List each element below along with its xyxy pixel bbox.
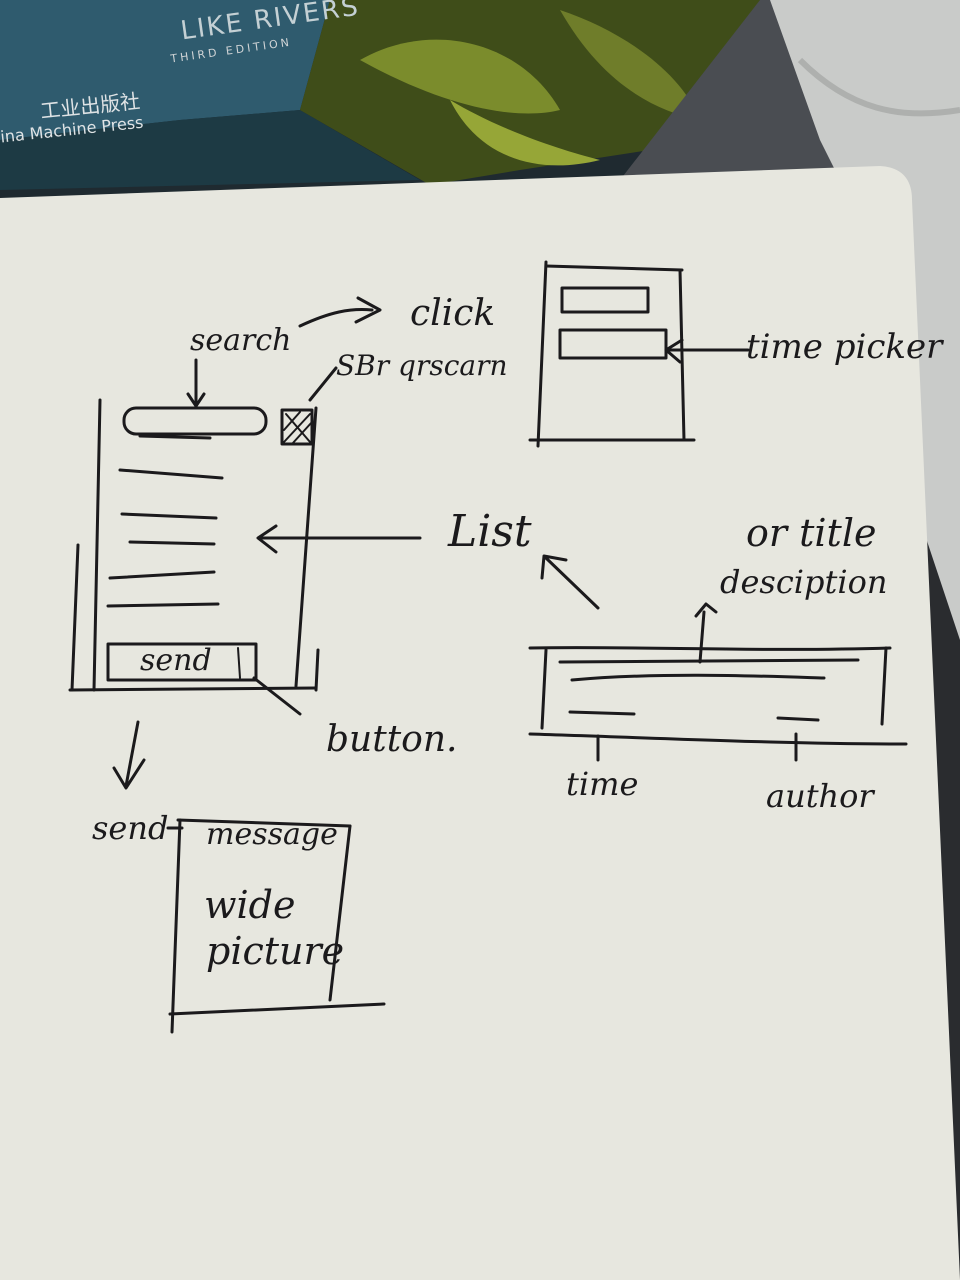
- list-line-3: [128, 540, 216, 546]
- picker-right: [678, 268, 686, 442]
- click-label: click: [410, 293, 496, 334]
- send-down-arrow: [112, 720, 146, 790]
- send-button-box: [106, 642, 258, 682]
- list-line-4: [108, 570, 216, 580]
- item-time-label: time: [566, 765, 639, 803]
- list-line-5: [106, 602, 220, 608]
- list-line-1: [118, 468, 224, 480]
- item-right: [880, 646, 888, 726]
- list-line-2: [120, 512, 218, 520]
- item-title-label: or title: [746, 511, 877, 555]
- send-button-inner: [237, 647, 241, 679]
- leaf-highlight-2: [560, 10, 700, 120]
- dialog-left: [170, 818, 182, 1034]
- cloth-fold: [797, 57, 960, 117]
- search-label: search: [190, 323, 292, 358]
- list-arrow: [256, 524, 422, 554]
- search-bar: [122, 406, 268, 436]
- item-time-line: [568, 710, 636, 716]
- dialog-right: [328, 824, 352, 1002]
- dialog-bottom: [168, 1002, 386, 1016]
- picker-field-1: [560, 286, 650, 314]
- button-arrow: [252, 676, 302, 716]
- item-desc-line: [570, 673, 826, 682]
- phone-right-tick: [314, 648, 320, 692]
- click-arrow: [298, 296, 382, 328]
- picker-top: [544, 264, 684, 272]
- item-top: [528, 646, 892, 651]
- time-picker-label: time picker: [746, 327, 943, 367]
- item-author-label: author: [766, 777, 874, 815]
- phone-left-outer: [70, 543, 80, 692]
- desc-arrow: [694, 602, 718, 664]
- picker-field-2: [558, 328, 668, 360]
- search-underline: [138, 434, 212, 440]
- list-label: List: [448, 506, 532, 557]
- phone-bottom: [68, 686, 318, 692]
- leaf-highlight-3: [450, 100, 600, 166]
- button-label: button.: [326, 719, 458, 760]
- item-author-line: [776, 716, 820, 722]
- white-cloth: [770, 0, 960, 640]
- dialog-line-picture: picture: [206, 929, 345, 973]
- item-bottom: [528, 732, 908, 746]
- send-arrow-label: send: [92, 809, 169, 847]
- leaf-highlight: [360, 39, 560, 114]
- item-left: [540, 648, 548, 730]
- qr-scan-box: [280, 408, 314, 446]
- send-button-text: send: [140, 643, 212, 678]
- item-up-arrow: [540, 554, 600, 610]
- dialog-line-message: message: [206, 817, 338, 852]
- picker-left: [536, 260, 548, 448]
- book-cover-blue: [0, 0, 330, 140]
- phone-right-edge: [294, 406, 318, 688]
- paper-sheet: [0, 166, 960, 1280]
- item-desc-label: desciption: [720, 563, 888, 601]
- item-title-line: [558, 658, 860, 664]
- phone-left-edge: [92, 398, 102, 692]
- qrscan-label: SBr qrscarn: [336, 349, 508, 382]
- qr-scan-hatch: [283, 411, 313, 445]
- search-down-arrow: [186, 358, 206, 408]
- dialog-line-wide: wide: [204, 883, 296, 927]
- picker-arrow: [664, 338, 750, 364]
- dialog-top: [176, 818, 352, 828]
- book-cover-teal: [0, 110, 420, 190]
- qrscan-arrow: [308, 366, 338, 402]
